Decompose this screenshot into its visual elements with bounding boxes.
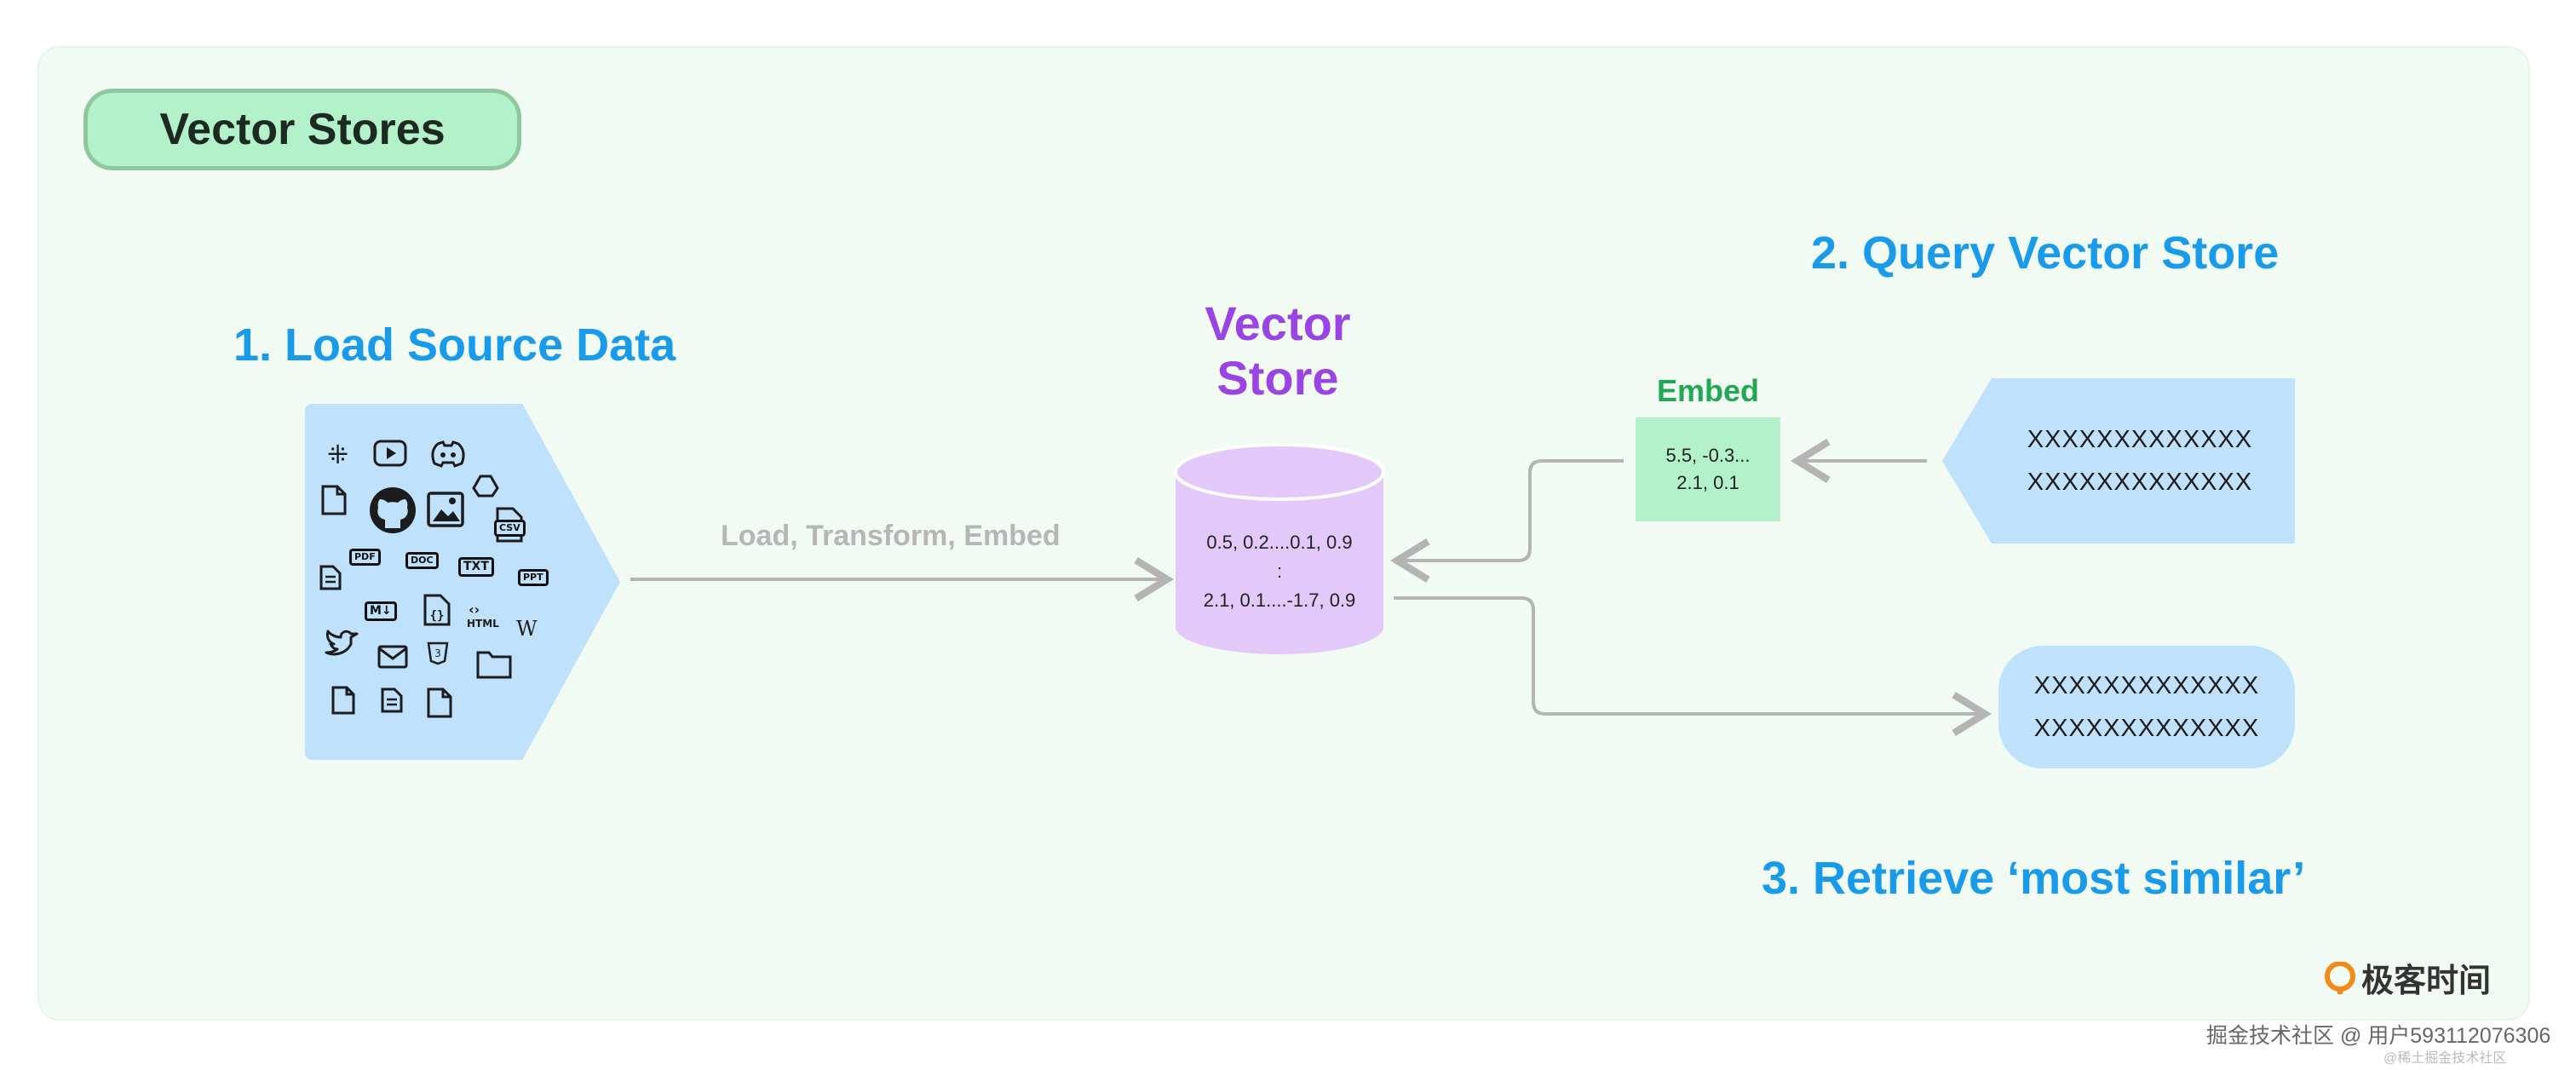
wikipedia-icon: W [516, 617, 538, 641]
folder-icon [476, 651, 512, 679]
title-pill: Vector Stores [83, 89, 521, 170]
result-pill: XXXXXXXXXXXXX XXXXXXXXXXXXX [1998, 646, 2295, 768]
csv-badge: CSV [494, 520, 526, 538]
result-text-line1: XXXXXXXXXXXXX [2033, 672, 2260, 699]
vector-store-title-line1: Vector [1205, 296, 1351, 350]
html-icon: HTML [467, 618, 499, 630]
watermark: 掘金技术社区 @ 用户593112076306 [2206, 1024, 2551, 1048]
store-to-result-arrow [1394, 596, 1992, 736]
svg-text:{}: {} [430, 609, 445, 623]
geektime-logo-text: 极客时间 [2361, 964, 2492, 999]
html-icon-glyph: ‹› [469, 601, 480, 618]
geektime-logo-icon [2325, 961, 2355, 994]
query-text-line1: XXXXXXXXXXXXX [2027, 426, 2253, 453]
ppt-file-icon: PPT [518, 569, 549, 587]
file-icon [321, 485, 347, 515]
embed-vector-line2: 2.1, 0.1 [1676, 472, 1739, 493]
mail-icon [377, 645, 408, 669]
file-icon [427, 687, 452, 718]
step-retrieve-most-similar: 3. Retrieve ‘most similar’ [1762, 853, 2306, 904]
vector-store-title-line2: Store [1216, 351, 1339, 405]
css-icon: 3 [427, 641, 449, 665]
txt-file-icon: TXT [458, 557, 494, 578]
discord-icon [431, 440, 465, 468]
embed-vector-line1: 5.5, -0.3... [1665, 445, 1751, 466]
vector-row-separator: : [1276, 561, 1283, 582]
step-query-vector-store: 2. Query Vector Store [1811, 227, 2280, 279]
slack-icon: ⁜ [327, 440, 349, 470]
step-load-source-data: 1. Load Source Data [233, 319, 676, 371]
embed-label: Embed [1656, 373, 1760, 408]
vector-store-title: Vector Store [1176, 296, 1380, 406]
result-text-line2: XXXXXXXXXXXXX [2033, 715, 2260, 742]
query-input-shape: XXXXXXXXXXXXX XXXXXXXXXXXXX [1942, 378, 2295, 544]
google-drive-icon [472, 475, 499, 498]
diagram-title: Vector Stores [159, 105, 446, 154]
embed-to-store-arrow [1389, 459, 1624, 583]
svg-text:3: 3 [434, 647, 441, 659]
youtube-icon [373, 440, 407, 467]
file-icon [331, 686, 355, 715]
query-text-line2: XXXXXXXXXXXXX [2027, 469, 2253, 496]
vector-row-2: 2.1, 0.1....-1.7, 0.9 [1203, 590, 1356, 611]
twitter-icon [325, 630, 359, 656]
doc-file-icon: DOC [405, 552, 439, 570]
document-icon [381, 687, 403, 713]
json-file-icon: {} [423, 594, 451, 626]
image-icon [427, 492, 464, 527]
vector-row-1: 0.5, 0.2....0.1, 0.9 [1206, 532, 1353, 553]
vector-store-cylinder [1174, 443, 1385, 654]
load-transform-embed-label: Load, Transform, Embed [721, 520, 1061, 552]
pdf-file-icon: PDF [349, 549, 381, 567]
geektime-logo: 极客时间 [2324, 954, 2491, 1001]
markdown-icon: M↓ [365, 601, 397, 622]
github-icon [370, 487, 416, 533]
document-icon [319, 565, 342, 590]
watermark-small: @稀土掘金技术社区 [2383, 1051, 2507, 1066]
embed-box: 5.5, -0.3... 2.1, 0.1 [1636, 417, 1780, 521]
